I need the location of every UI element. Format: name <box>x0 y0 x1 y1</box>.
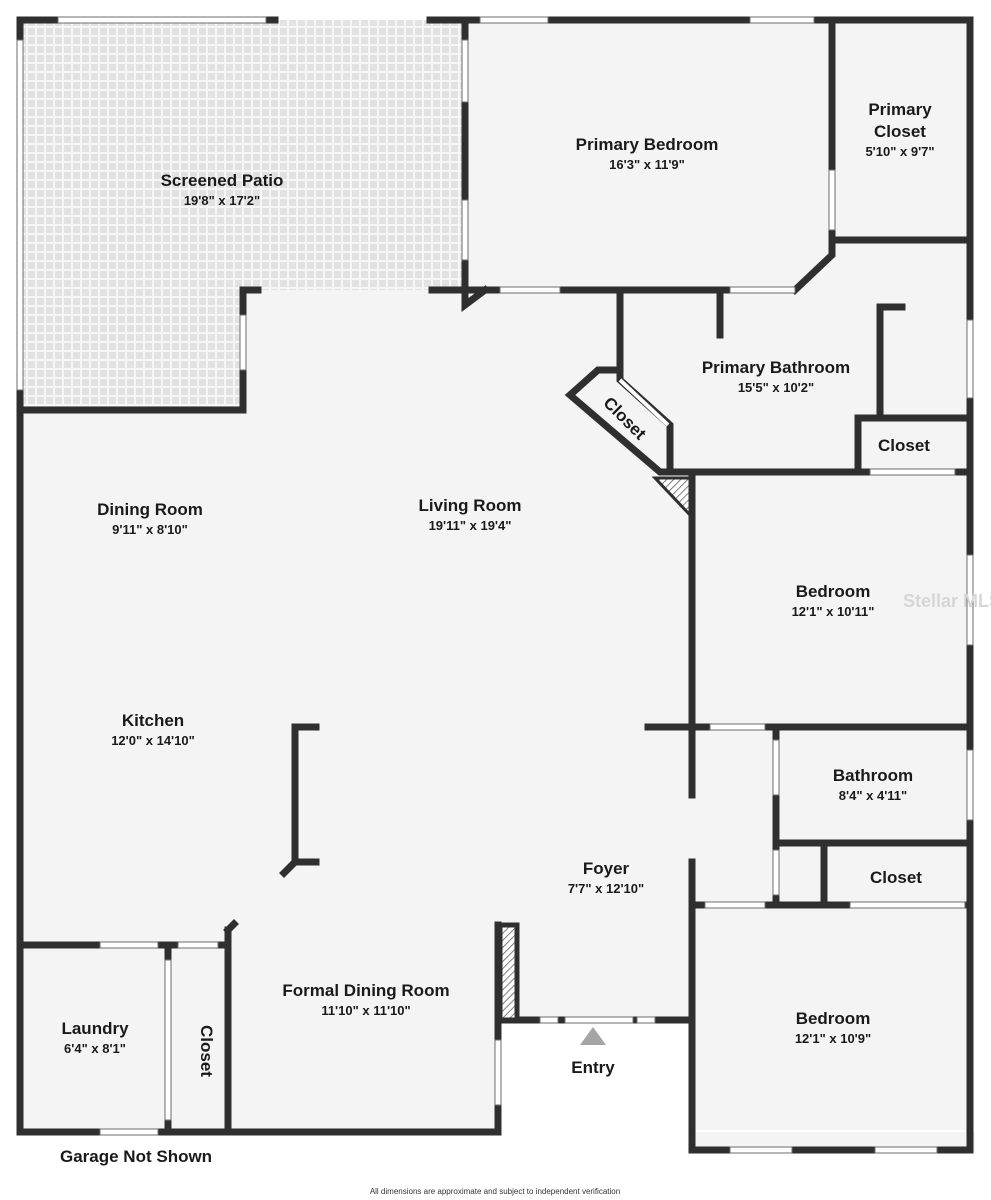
windows <box>16 16 974 1154</box>
primary-bedroom-dim: 16'3" x 11'9" <box>609 157 685 172</box>
bedroom-2-label: Bedroom <box>796 1009 871 1028</box>
disclaimer: All dimensions are approximate and subje… <box>370 1187 620 1196</box>
bathroom-label: Bathroom <box>833 766 913 785</box>
primary-closet-label-line2: Closet <box>874 122 926 141</box>
room-labels: Screened Patio 19'8" x 17'2" Primary Bed… <box>61 100 934 1077</box>
kitchen-label: Kitchen <box>122 711 184 730</box>
kitchen-dim: 12'0" x 14'10" <box>111 733 195 748</box>
laundry-label: Laundry <box>61 1019 129 1038</box>
laundry-dim: 6'4" x 8'1" <box>64 1041 126 1056</box>
primary-closet-label-line1: Primary <box>868 100 932 119</box>
foyer-dim: 7'7" x 12'10" <box>568 881 644 896</box>
watermark: Stellar MLS <box>903 591 991 611</box>
foyer-label: Foyer <box>583 859 630 878</box>
living-room-label: Living Room <box>419 496 522 515</box>
screened-patio-label: Screened Patio <box>161 171 284 190</box>
formal-dining-label: Formal Dining Room <box>282 981 449 1000</box>
living-room-dim: 19'11" x 19'4" <box>429 518 512 533</box>
primary-bedroom-label: Primary Bedroom <box>576 135 719 154</box>
bedroom-1-dim: 12'1" x 10'11" <box>792 604 875 619</box>
closet-laundry-label: Closet <box>197 1025 216 1077</box>
closet-foyer-label: Closet <box>870 868 922 887</box>
dining-room-dim: 9'11" x 8'10" <box>112 522 188 537</box>
entry-arrow-icon <box>580 1027 606 1045</box>
formal-dining-dim: 11'10" x 11'10" <box>321 1003 410 1018</box>
primary-closet-dim: 5'10" x 9'7" <box>865 144 934 159</box>
screened-patio-dim: 19'8" x 17'2" <box>184 193 260 208</box>
primary-bathroom-label: Primary Bathroom <box>702 358 850 377</box>
primary-bathroom-dim: 15'5" x 10'2" <box>738 380 814 395</box>
garage-note: Garage Not Shown <box>60 1147 212 1166</box>
bedroom-1-label: Bedroom <box>796 582 871 601</box>
dining-room-label: Dining Room <box>97 500 203 519</box>
bathroom-dim: 8'4" x 4'11" <box>839 788 907 803</box>
bedroom-2-dim: 12'1" x 10'9" <box>795 1031 871 1046</box>
closet-bath-label: Closet <box>878 436 930 455</box>
entry-label: Entry <box>571 1058 615 1077</box>
